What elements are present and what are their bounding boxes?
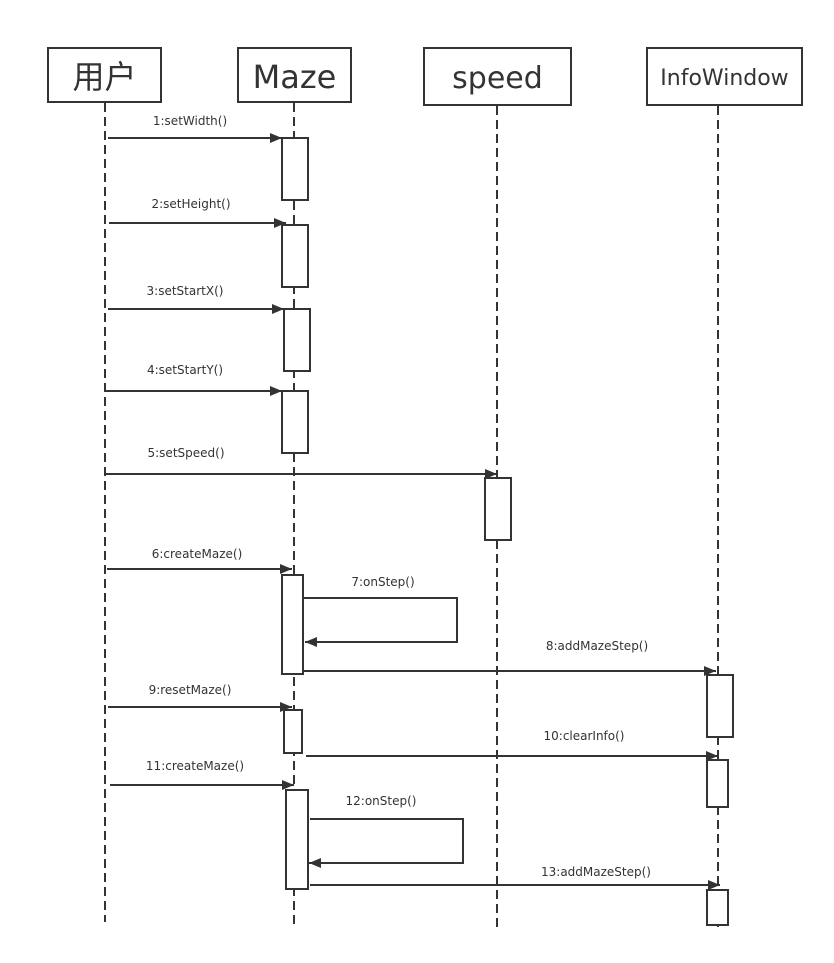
message-12-self: 12:onStep()	[309, 794, 464, 868]
participant-label: 用户	[72, 58, 136, 96]
message-8: 8:addMazeStep()	[304, 639, 716, 676]
message-11: 11:createMaze()	[110, 759, 294, 790]
activation-maze-3	[283, 308, 311, 372]
message-label: 2:setHeight()	[151, 197, 230, 211]
message-13: 13:addMazeStep()	[310, 865, 720, 890]
participant-label: InfoWindow	[660, 66, 788, 91]
message-1: 1:setWidth()	[108, 114, 282, 143]
activation-maze-6	[283, 709, 303, 754]
message-9: 9:resetMaze()	[108, 683, 292, 712]
message-label: 7:onStep()	[351, 575, 414, 589]
message-6: 6:createMaze()	[107, 547, 292, 574]
participant-user: 用户	[47, 47, 162, 103]
activation-maze-2	[281, 224, 309, 288]
activation-maze-7	[285, 789, 309, 890]
participant-speed: speed	[423, 47, 572, 106]
activation-info-1	[706, 674, 734, 738]
activation-info-2	[706, 759, 729, 808]
participant-infowindow: InfoWindow	[646, 47, 803, 106]
activation-maze-4	[281, 390, 309, 454]
message-label: 10:clearInfo()	[544, 729, 625, 743]
message-label: 12:onStep()	[346, 794, 417, 808]
activation-info-3	[706, 889, 729, 926]
participant-label: Maze	[253, 58, 337, 96]
participant-label: speed	[452, 61, 543, 96]
message-label: 8:addMazeStep()	[546, 639, 648, 653]
message-label: 5:setSpeed()	[148, 446, 225, 460]
activation-maze-1	[281, 137, 309, 201]
message-5: 5:setSpeed()	[105, 446, 497, 479]
participant-maze: Maze	[237, 47, 352, 103]
message-label: 1:setWidth()	[153, 114, 227, 128]
message-label: 9:resetMaze()	[149, 683, 232, 697]
message-label: 13:addMazeStep()	[541, 865, 651, 879]
message-10: 10:clearInfo()	[306, 729, 718, 761]
message-label: 6:createMaze()	[152, 547, 243, 561]
message-4: 4:setStartY()	[105, 363, 282, 396]
message-label: 11:createMaze()	[146, 759, 244, 773]
activation-speed-1	[484, 477, 512, 541]
activation-maze-5	[281, 574, 304, 675]
message-7-self: 7:onStep()	[304, 575, 458, 647]
message-2: 2:setHeight()	[109, 197, 286, 228]
message-3: 3:setStartX()	[108, 284, 284, 314]
message-label: 4:setStartY()	[147, 363, 223, 377]
message-label: 3:setStartX()	[147, 284, 224, 298]
